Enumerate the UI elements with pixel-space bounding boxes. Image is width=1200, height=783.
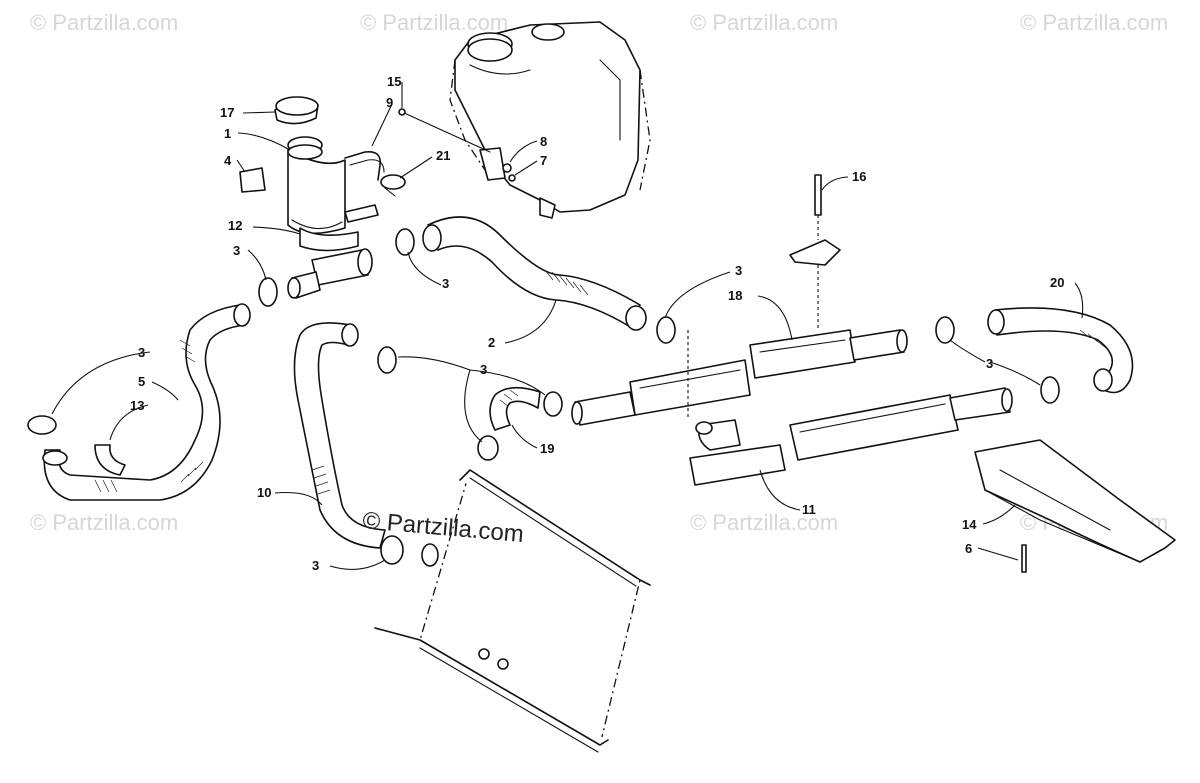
- watermark-5: © Partzilla.com: [30, 510, 178, 535]
- watermarks: © Partzilla.com © Partzilla.com © Partzi…: [30, 10, 1168, 535]
- callout-3-f: 3: [312, 558, 319, 573]
- callout-labels: 17 1 4 12 15 9 21 8 7 3 3 3 3 2 5 13 3 1…: [130, 74, 1064, 573]
- callout-18: 18: [728, 288, 742, 303]
- callout-9: 9: [386, 95, 393, 110]
- callout-11: 11: [802, 502, 816, 517]
- callout-3-c: 3: [735, 263, 742, 278]
- callout-20: 20: [1050, 275, 1064, 290]
- callout-3-d: 3: [138, 345, 145, 360]
- overflow-tube: [344, 150, 406, 197]
- watermark-4: © Partzilla.com: [1020, 10, 1168, 35]
- callout-6: 6: [965, 541, 972, 556]
- watermark-2: © Partzilla.com: [360, 10, 508, 35]
- callout-3-e: 3: [480, 362, 487, 377]
- callout-4: 4: [224, 153, 232, 168]
- hose-2: [422, 216, 647, 331]
- callout-21: 21: [436, 148, 450, 163]
- callout-10: 10: [257, 485, 271, 500]
- watermark-3: © Partzilla.com: [690, 10, 838, 35]
- hose-20: [987, 307, 1134, 394]
- callout-3-a: 3: [233, 243, 240, 258]
- callout-16: 16: [852, 169, 866, 184]
- callout-17: 17: [220, 105, 234, 120]
- callout-7: 7: [540, 153, 547, 168]
- hose-10: [293, 322, 386, 549]
- radiator-panel: [374, 468, 651, 753]
- callout-15: 15: [387, 74, 401, 89]
- callout-1: 1: [224, 126, 231, 141]
- callout-13: 13: [130, 398, 144, 413]
- callout-5: 5: [138, 374, 145, 389]
- watermark-6: © Partzilla.com: [690, 510, 838, 535]
- callout-3-g: 3: [986, 356, 993, 371]
- tank-bracket: [398, 108, 516, 182]
- callout-3-b: 3: [442, 276, 449, 291]
- tee-fitting: [287, 248, 373, 299]
- hose-clamps: [27, 228, 1060, 567]
- watermark-1: © Partzilla.com: [30, 10, 178, 35]
- bracket-16: [789, 174, 841, 330]
- heat-exchanger-lower: [789, 387, 1013, 461]
- reservoir-tank: [449, 21, 651, 219]
- skid-plate-14: [974, 439, 1176, 573]
- hose-19: [489, 386, 541, 431]
- leader-lines: [51, 82, 1084, 570]
- elbow-connector-11: [689, 419, 786, 486]
- heat-exchanger-18: [571, 329, 908, 426]
- callout-2: 2: [488, 335, 495, 350]
- filler-bottle: [239, 96, 379, 252]
- hose-5: [42, 303, 251, 501]
- callout-14: 14: [962, 517, 977, 532]
- callout-19: 19: [540, 441, 554, 456]
- callout-8: 8: [540, 134, 547, 149]
- callout-12: 12: [228, 218, 242, 233]
